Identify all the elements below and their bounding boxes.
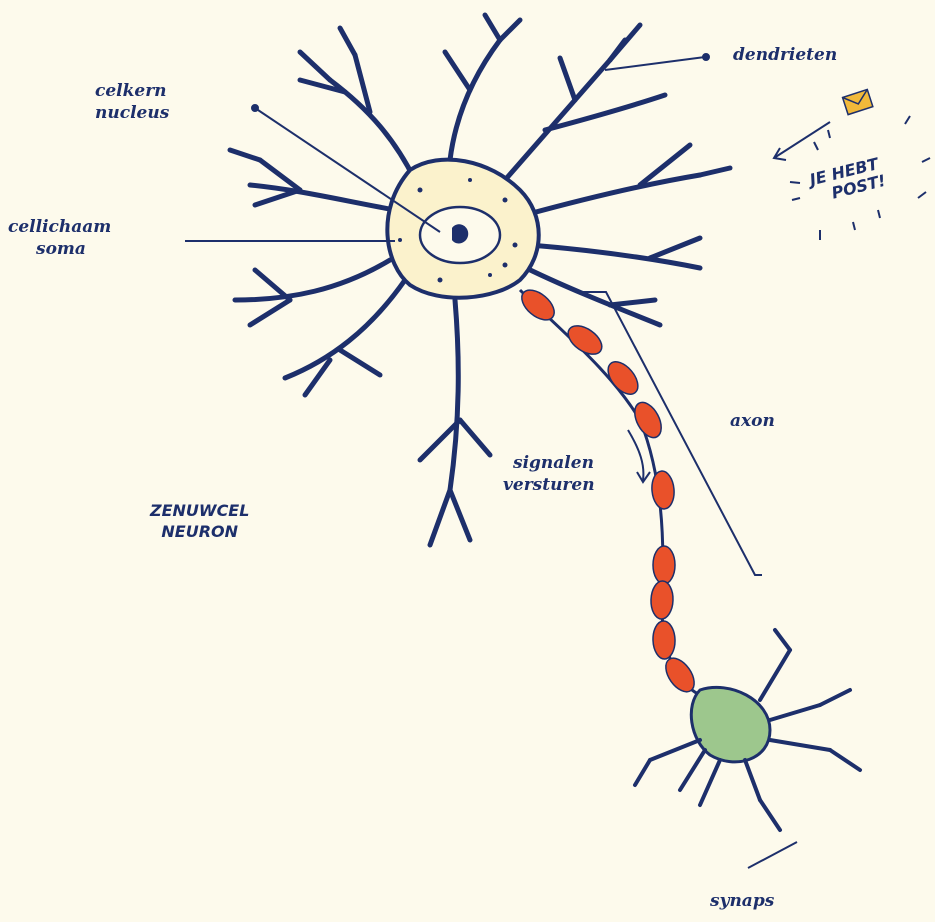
label-soma-dutch: cellichaam [8,216,111,238]
label-nucleus: celkern nucleus [95,80,169,124]
label-nucleus-latin: nucleus [95,102,169,124]
label-soma: cellichaam soma [8,216,111,260]
label-dendrites: dendrieten [733,44,837,66]
envelope-icon [843,89,873,114]
incoming-arrow [774,122,830,160]
label-soma-latin: soma [8,238,111,260]
label-signal-line1: signalen [503,452,595,474]
label-nucleus-dutch: celkern [95,80,169,102]
label-signal: signalen versturen [503,452,595,496]
label-synapse: synaps [710,890,774,912]
diagram-title: ZENUWCEL NEURON [150,500,249,542]
label-axon: axon [730,410,775,432]
title-line2: NEURON [150,521,249,542]
label-signal-line2: versturen [503,474,595,496]
title-line1: ZENUWCEL [150,500,249,521]
